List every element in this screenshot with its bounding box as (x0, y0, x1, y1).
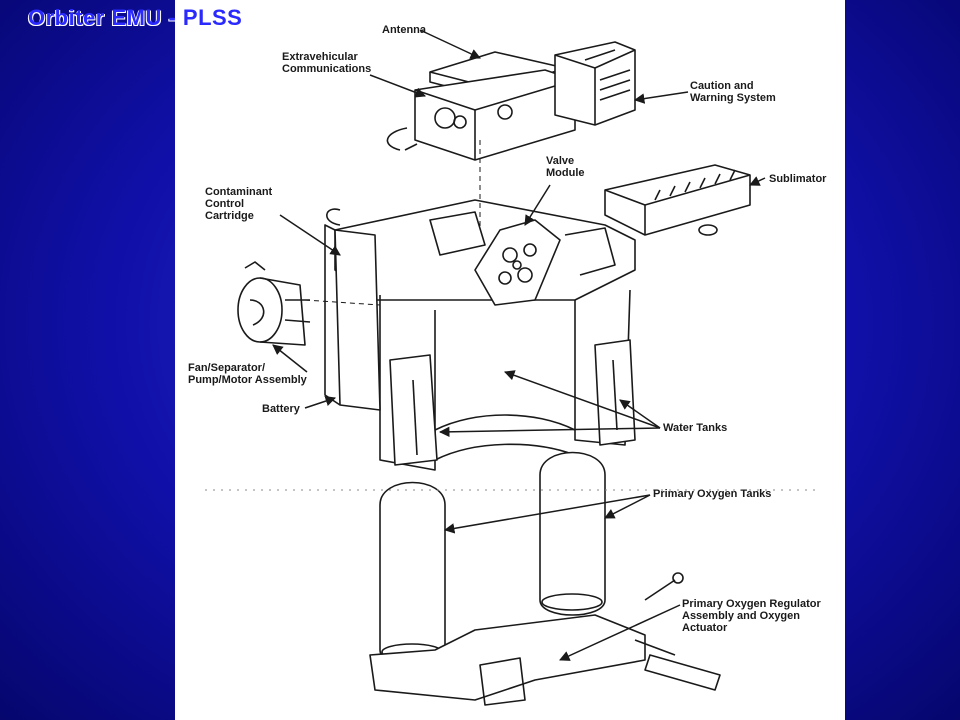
label-sublimator: Sublimator (769, 173, 827, 185)
label-battery: Battery (262, 403, 300, 415)
plss-exploded-drawing (205, 29, 815, 706)
sublimator-part (604, 164, 751, 236)
label-water-tanks: Water Tanks (663, 422, 728, 434)
oxygen-tank-left (379, 481, 446, 666)
ccc-battery-slab (324, 208, 381, 411)
water-tank-right (594, 339, 636, 446)
evc-box (386, 69, 576, 161)
caution-warning-box (554, 41, 636, 126)
water-tank-left (389, 354, 438, 466)
label-fan-separator-pump: Fan/Separator/Pump/Motor Assembly (188, 362, 307, 386)
slide-title: Orbiter EMU - PLSS (28, 5, 243, 30)
leader-lines (272, 29, 766, 661)
fan-pump-assembly (237, 261, 311, 346)
label-antenna: Antenna (382, 24, 426, 36)
oxygen-tank-right (539, 451, 606, 616)
label-primary-oxygen-tanks: Primary Oxygen Tanks (653, 488, 772, 500)
main-frame (334, 199, 636, 471)
base-plate-regulator (369, 572, 721, 706)
